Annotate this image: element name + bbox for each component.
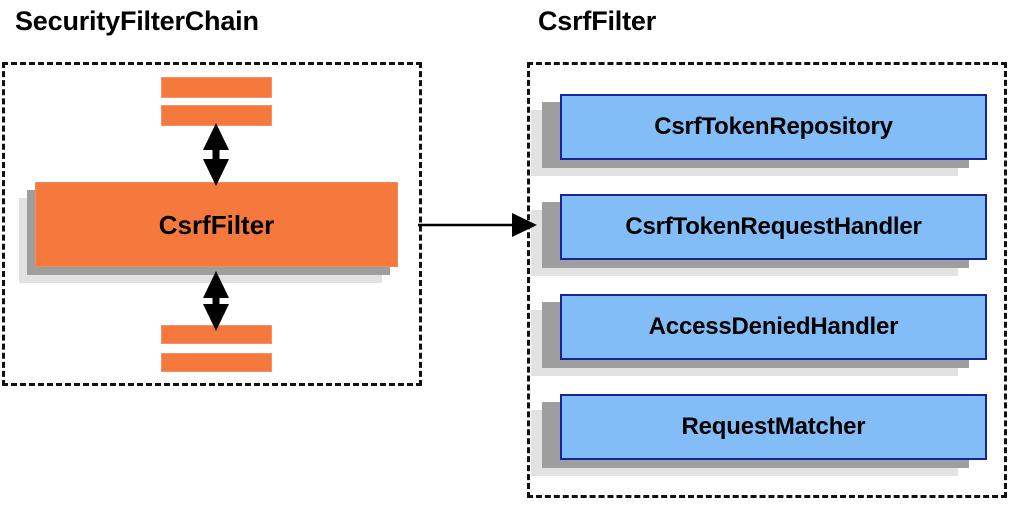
node-label: CsrfTokenRepository — [654, 113, 893, 140]
filter-bar-below-1[interactable] — [161, 325, 272, 344]
node-csrftokenrepository[interactable]: CsrfTokenRepository — [560, 94, 987, 160]
node-csrf-filter[interactable]: CsrfFilter — [35, 182, 398, 267]
link-arrow-icon — [418, 213, 537, 237]
node-label: AccessDeniedHandler — [648, 313, 899, 340]
node-label: RequestMatcher — [681, 413, 866, 440]
filter-bar-above-1[interactable] — [161, 77, 272, 98]
node-label: CsrfTokenRequestHandler — [625, 213, 922, 240]
filter-bar-below-2[interactable] — [161, 353, 272, 372]
node-csrftokenrequesthandler[interactable]: CsrfTokenRequestHandler — [560, 194, 987, 260]
node-requestmatcher[interactable]: RequestMatcher — [560, 394, 987, 460]
node-accessdeniedhandler[interactable]: AccessDeniedHandler — [560, 294, 987, 360]
csrf-filter-container — [527, 62, 1007, 498]
node-csrf-filter-label: CsrfFilter — [158, 209, 275, 240]
page-title-security-filter-chain: SecurityFilterChain — [15, 6, 259, 36]
filter-bar-above-2[interactable] — [161, 105, 272, 126]
page-title-csrf-filter: CsrfFilter — [538, 6, 657, 36]
